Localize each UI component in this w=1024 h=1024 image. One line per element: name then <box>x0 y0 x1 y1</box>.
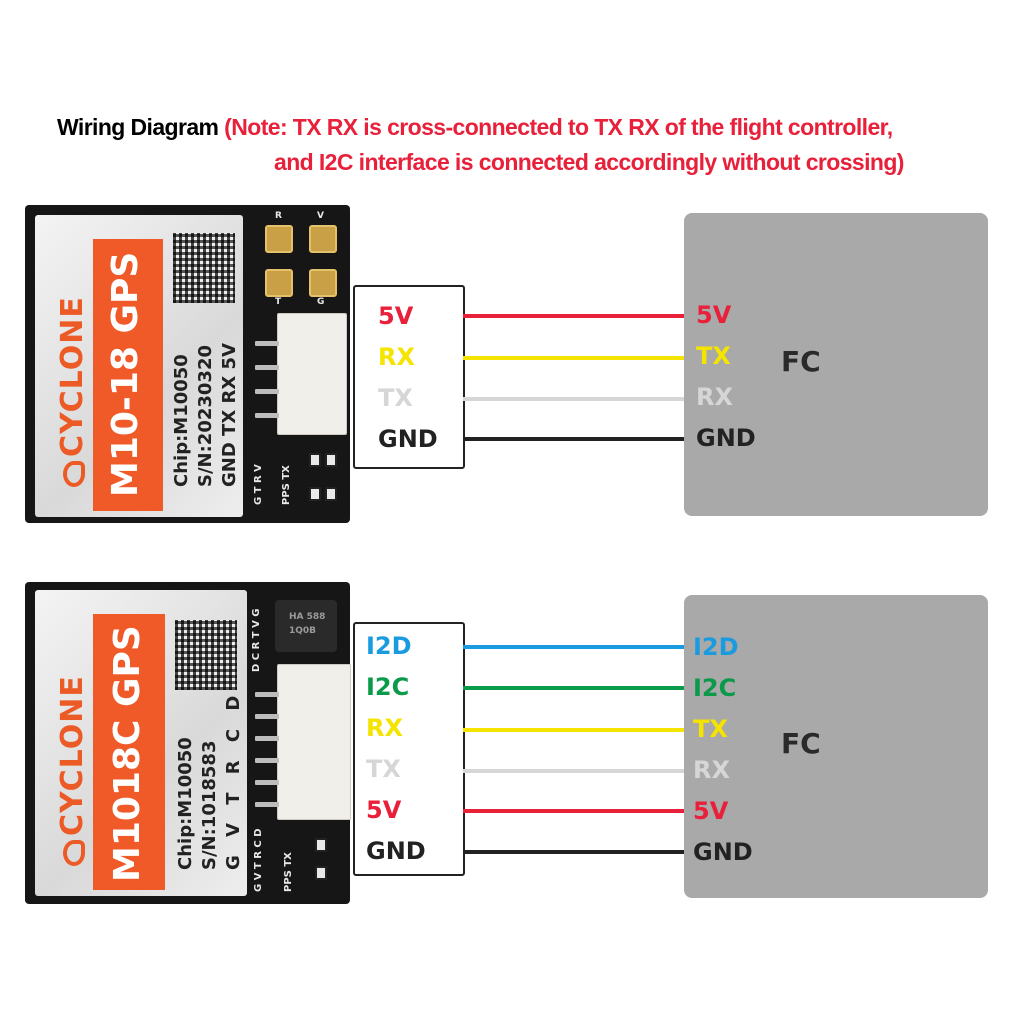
gps-chip: Chip:M10050 <box>175 737 196 870</box>
connector-pin <box>255 692 279 697</box>
chip-marking-1: HA 588 <box>289 612 326 622</box>
jst-connector <box>277 664 351 820</box>
smd-led <box>315 866 327 880</box>
fc2-pin-5v: 5V <box>693 797 729 825</box>
connector-pin <box>255 736 279 741</box>
jst-connector <box>277 313 347 435</box>
gps1-pin-rx: RX <box>378 343 415 371</box>
silk-pin-labels: G T R V <box>253 464 264 505</box>
fc2-pin-i2d: I2D <box>693 633 739 661</box>
silk-pin-labels: G V T R C D <box>253 828 264 892</box>
smd-led <box>325 453 337 467</box>
connector-pin <box>255 714 279 719</box>
gps1-pin-gnd: GND <box>378 425 438 453</box>
connector-pin <box>255 802 279 807</box>
wire-5v <box>463 809 685 813</box>
fc2-pin-tx: TX <box>693 715 728 743</box>
gps-label-strip <box>93 239 163 511</box>
gps-model: M10-18 GPS <box>105 251 146 497</box>
gps2-pin-gnd: GND <box>366 837 426 865</box>
silk-pad-label-v: V <box>317 211 324 221</box>
solder-pad <box>265 269 293 297</box>
brand-logo-icon <box>62 461 85 487</box>
brand-logo-icon <box>62 840 85 866</box>
title-main: Wiring Diagram <box>57 114 219 140</box>
gps-module-m10-18: CYCLONE M10-18 GPS Chip:M10050 S/N:20230… <box>25 205 350 523</box>
fc1-label: FC <box>781 345 821 378</box>
gps-serial: S/N:20230320 <box>195 345 216 487</box>
gps-chip: Chip:M10050 <box>171 354 192 487</box>
gps-serial: S/N:1018583 <box>199 740 220 870</box>
gps-module-m1018c: CYCLONE M1018C GPS Chip:M10050 S/N:10185… <box>25 582 351 904</box>
silk-pad-label-r: R <box>275 211 282 221</box>
gps2-pin-tx: TX <box>366 755 401 783</box>
silk-pad-label-t: T <box>275 297 282 307</box>
title-note-line2: and I2C interface is connected according… <box>274 149 904 175</box>
fc2-pin-rx: RX <box>693 756 730 784</box>
gps-brand: CYCLONE <box>55 296 90 487</box>
solder-pad <box>309 269 337 297</box>
diagram-title: Wiring Diagram (Note: TX RX is cross-con… <box>57 114 893 150</box>
fc1-pin-5v: 5V <box>696 301 732 329</box>
gps-label-strip <box>93 614 165 890</box>
wire-tx-rx <box>463 769 685 773</box>
gps-pinout-text: GND TX RX 5V <box>219 343 240 487</box>
connector-pin <box>255 365 279 370</box>
wire-tx-rx <box>463 397 685 401</box>
smd-led <box>309 453 321 467</box>
flight-controller-1 <box>684 213 988 516</box>
silk-pad-label-g: G <box>317 297 325 307</box>
silk-side-labels: D C R T V G <box>251 608 262 672</box>
wire-i2c <box>463 686 685 690</box>
fc2-pin-gnd: GND <box>693 838 753 866</box>
gps1-pin-tx: TX <box>378 384 413 412</box>
gps2-pin-5v: 5V <box>366 796 402 824</box>
gps-brand: CYCLONE <box>55 675 90 866</box>
gps-shield-can: CYCLONE M1018C GPS Chip:M10050 S/N:10185… <box>35 590 247 896</box>
gps-pinout-text: G V T R C D <box>223 689 244 870</box>
smd-led <box>315 838 327 852</box>
gps2-pin-rx: RX <box>366 714 403 742</box>
wire-gnd <box>463 437 685 441</box>
gps1-pin-5v: 5V <box>378 302 414 330</box>
chip-marking-2: 1Q0B <box>289 626 317 636</box>
flight-controller-2 <box>684 595 988 898</box>
fc2-pin-i2c: I2C <box>693 674 737 702</box>
silk-pps-labels: PPS TX <box>281 465 292 505</box>
wire-rx-tx <box>463 728 685 732</box>
solder-pad <box>309 225 337 253</box>
gps2-pin-i2c: I2C <box>366 673 410 701</box>
smd-led <box>325 487 337 501</box>
wire-rx-tx <box>463 356 685 360</box>
solder-pad <box>265 225 293 253</box>
gps2-pin-i2d: I2D <box>366 632 412 660</box>
title-note-line1: (Note: TX RX is cross-connected to TX RX… <box>224 114 893 140</box>
gps-model: M1018C GPS <box>107 625 148 882</box>
connector-pin <box>255 413 279 418</box>
qr-code-icon <box>173 233 235 303</box>
connector-pin <box>255 758 279 763</box>
connector-pin <box>255 780 279 785</box>
gps-pin-label-box-1 <box>353 285 465 469</box>
wire-i2d <box>463 645 685 649</box>
fc1-pin-rx: RX <box>696 383 733 411</box>
gps-shield-can: CYCLONE M10-18 GPS Chip:M10050 S/N:20230… <box>35 215 243 517</box>
fc2-label: FC <box>781 727 821 760</box>
wire-gnd <box>463 850 685 854</box>
fc1-pin-tx: TX <box>696 342 731 370</box>
silk-pps-labels: PPS TX <box>283 852 294 892</box>
fc1-pin-gnd: GND <box>696 424 756 452</box>
qr-code-icon <box>175 620 237 690</box>
smd-led <box>309 487 321 501</box>
compass-chip: HA 588 1Q0B <box>275 600 337 652</box>
gps-pin-label-box-2 <box>353 622 465 876</box>
connector-pin <box>255 389 279 394</box>
wire-5v <box>463 314 685 318</box>
connector-pin <box>255 341 279 346</box>
